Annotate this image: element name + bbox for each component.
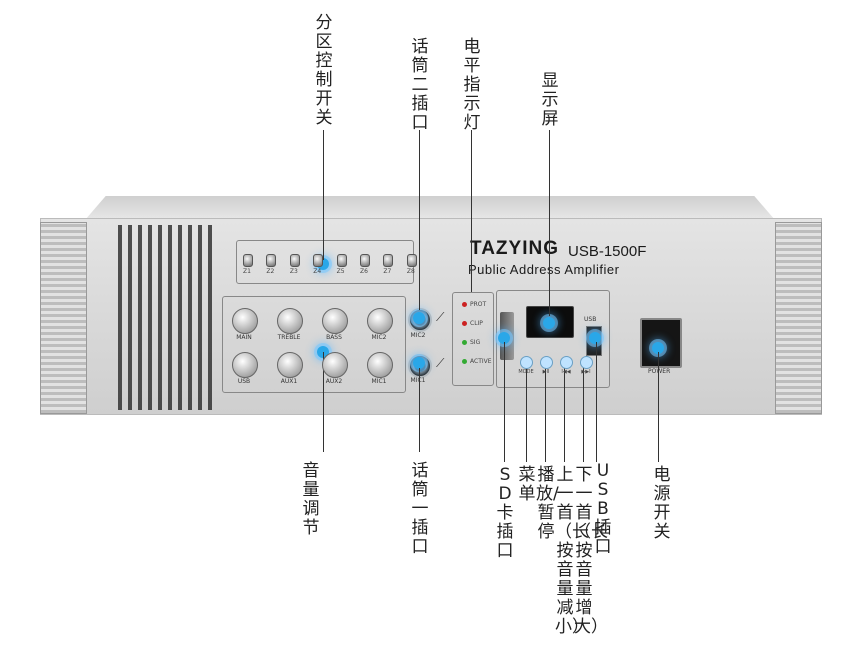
usb-port-label: USB [584, 316, 597, 323]
knob-label: MIC2 [371, 334, 387, 341]
right-rack-ear [775, 222, 822, 414]
usb-marker [589, 332, 601, 344]
volume-knob[interactable] [277, 352, 303, 378]
power-marker [652, 342, 664, 354]
zone-switch[interactable] [336, 254, 347, 267]
subtitle: Public Address Amplifier [468, 262, 620, 277]
level-led [462, 302, 467, 307]
volume-knob-panel [222, 296, 406, 393]
media-button[interactable] [540, 356, 553, 369]
volume-knob[interactable] [322, 352, 348, 378]
mic2-marker [413, 312, 425, 324]
knob-label: USB [237, 378, 251, 385]
leader-line [545, 368, 546, 462]
mic-icon: ⟋ [436, 310, 445, 324]
media-button-label: ▶II [542, 369, 550, 375]
callout-volume-adjust: 音量调节 [302, 461, 320, 538]
media-panel [496, 290, 610, 388]
mic1-marker [413, 357, 425, 369]
callout-play-pause: 播放/暂停 [536, 465, 559, 542]
callout-menu: 菜单 [518, 465, 536, 504]
zone-switch[interactable] [406, 254, 417, 267]
volume-knob[interactable] [322, 308, 348, 334]
knob-label: TREBLE [277, 334, 301, 341]
knob-label: BASS [326, 334, 342, 341]
callout-zone-switch: 分区控制开关 [315, 13, 333, 128]
leader-line [583, 368, 584, 462]
leader-line [504, 342, 505, 462]
model-number: USB-1500F [568, 243, 647, 260]
zone-switch[interactable] [383, 254, 394, 267]
zone-switch[interactable] [243, 254, 253, 267]
led-label: CLIP [470, 320, 483, 327]
zone-switch[interactable] [313, 254, 324, 267]
top-cover [85, 196, 775, 220]
zone-label: Z7 [383, 268, 392, 275]
level-led [462, 321, 467, 326]
left-rack-ear [40, 222, 87, 414]
callout-sd-slot: SD卡插口 [496, 465, 514, 561]
leader-line [526, 368, 527, 462]
callout-usb-slot: USB插口 [594, 461, 612, 557]
leader-line [596, 342, 597, 462]
leader-line [471, 130, 472, 292]
callout-display: 显示屏 [541, 71, 559, 129]
mic-icon: ⟋ [436, 356, 445, 370]
leader-line [658, 352, 659, 462]
volume-knob[interactable] [367, 308, 393, 334]
brand-name: TAZYING [470, 238, 559, 259]
media-button[interactable] [560, 356, 573, 369]
zone-label: Z3 [289, 268, 298, 275]
led-label: SIG [470, 339, 481, 346]
media-button[interactable] [580, 356, 593, 369]
media-button-label: I◀◀ [561, 369, 571, 375]
zone-switch[interactable] [266, 254, 277, 267]
level-led [462, 340, 467, 345]
led-label: ACTIVE [470, 358, 492, 365]
leader-line [419, 130, 420, 310]
callout-next-track: 下一首（长按音量增大） [574, 465, 608, 637]
vent-slots [118, 225, 213, 410]
leader-line [419, 368, 420, 452]
media-button-label: MODE [518, 369, 534, 375]
leader-line [549, 130, 550, 316]
volume-knob[interactable] [367, 352, 393, 378]
sd-marker [498, 332, 510, 344]
media-button[interactable] [520, 356, 533, 369]
zone-label: Z1 [243, 268, 251, 275]
knob-label: AUX2 [325, 378, 343, 385]
callout-mic2-jack: 话筒二插口 [411, 37, 429, 133]
volume-knob[interactable] [232, 352, 258, 378]
callout-prev-track: 上一首（长按音量减小） [555, 465, 589, 637]
knob-label: AUX1 [280, 378, 298, 385]
level-led [462, 359, 467, 364]
display-marker [543, 317, 555, 329]
mic1-jack-label: MIC1 [410, 377, 426, 384]
zone-label: Z8 [406, 268, 415, 275]
power-label: POWER [648, 368, 671, 375]
callout-level-led: 电平指示灯 [463, 37, 481, 133]
media-button-label: ▶▶I [581, 369, 591, 375]
leader-line [323, 352, 324, 452]
zone-label: Z6 [360, 268, 368, 275]
knob-label: MAIN [236, 334, 252, 341]
zone-label: Z4 [313, 268, 322, 275]
callout-mic1-jack: 话筒一插口 [411, 461, 429, 557]
volume-knob[interactable] [232, 308, 258, 334]
zone-label: Z2 [266, 268, 275, 275]
led-label: PROT [470, 301, 487, 308]
knob-label: MIC1 [371, 378, 387, 385]
zone-label: Z5 [336, 268, 345, 275]
mic2-jack-label: MIC2 [410, 332, 426, 339]
volume-knob[interactable] [277, 308, 303, 334]
leader-line [564, 368, 565, 462]
zone-switch[interactable] [360, 254, 370, 267]
leader-line [323, 130, 324, 260]
callout-power-switch: 电源开关 [653, 465, 671, 542]
led-panel [452, 292, 494, 386]
zone-switch[interactable] [289, 254, 300, 267]
